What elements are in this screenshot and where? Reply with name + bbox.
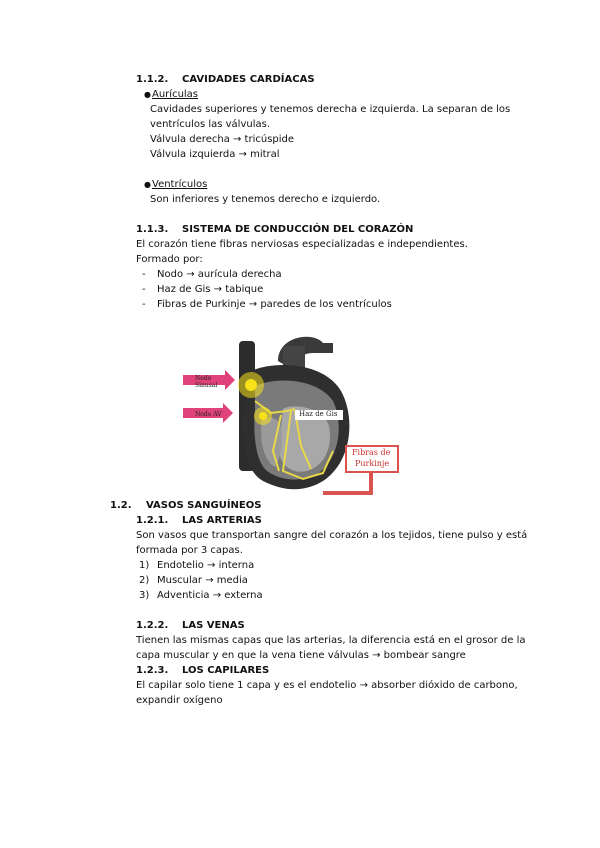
paragraph-line: El capilar solo tiene 1 capa y es el end… [136, 680, 518, 691]
heading-number: 1.2.3. [136, 665, 169, 676]
label-haz-de-gis: Haz de Gis [299, 410, 338, 418]
list-dash: - [142, 269, 146, 280]
heading-number: 1.2.1. [136, 515, 169, 526]
list-item: Muscular → media [157, 575, 248, 586]
label-nodo-av: Nodo AV [195, 411, 222, 418]
list-number: 2) [139, 575, 150, 586]
bullet: ● [144, 180, 151, 189]
heading-los-capilares: LOS CAPILARES [182, 665, 270, 676]
paragraph-line: Cavidades superiores y tenemos derecha e… [150, 104, 511, 115]
heading-number: 1.1.3. [136, 224, 169, 235]
list-item: Endotelio → interna [157, 560, 255, 571]
label-fibras-de: Fibras de [352, 448, 391, 457]
paragraph-line: Son vasos que transportan sangre del cor… [136, 530, 528, 541]
heading-cavidades: CAVIDADES CARDÍACAS [182, 74, 315, 85]
list-number: 1) [139, 560, 150, 571]
list-item: Fibras de Purkinje → paredes de los vent… [157, 299, 392, 310]
paragraph-line: capa muscular y en que la vena tiene vál… [136, 650, 466, 661]
list-item: Nodo → aurícula derecha [157, 269, 282, 280]
heading-las-arterias: LAS ARTERIAS [182, 515, 262, 526]
paragraph-line: ventrículos las válvulas. [150, 119, 271, 130]
list-item: Haz de Gis → tabique [157, 284, 264, 295]
paragraph-line: Son inferiores y tenemos derecho e izqui… [150, 194, 381, 205]
paragraph-line: Formado por: [136, 254, 203, 265]
heading-number: 1.2.2. [136, 620, 169, 631]
paragraph-line: El corazón tiene fibras nerviosas especi… [136, 239, 468, 250]
paragraph-line: Tienen las mismas capas que las arterias… [136, 635, 526, 646]
paragraph-line: Válvula derecha → tricúspide [150, 134, 295, 145]
list-number: 3) [139, 590, 150, 601]
heading-las-venas: LAS VENAS [182, 620, 245, 631]
paragraph-line: expandir oxígeno [136, 695, 223, 706]
heart-conduction-figure: Nodo Sinusal Nodo AV Haz de Gis Fibras d… [183, 331, 401, 496]
paragraph-line: Válvula izquierda → mitral [150, 149, 280, 160]
heading-number: 1.1.2. [136, 74, 169, 85]
heading-vasos-sanguineos: VASOS SANGUÍNEOS [146, 500, 262, 511]
list-item: Adventicia → externa [157, 590, 263, 601]
bullet: ● [144, 90, 151, 99]
label-purkinje: Purkinje [355, 459, 390, 468]
heart-illustration [183, 336, 399, 495]
subheading-auriculas: Aurículas [152, 89, 199, 100]
paragraph-line: formada por 3 capas. [136, 545, 243, 556]
list-dash: - [142, 299, 146, 310]
list-dash: - [142, 284, 146, 295]
subheading-ventriculos: Ventrículos [152, 179, 208, 190]
heading-sistema-conduccion: SISTEMA DE CONDUCCIÓN DEL CORAZÓN [182, 224, 414, 235]
heading-number: 1.2. [110, 500, 132, 511]
label-nodo-sinusal: Nodo Sinusal [195, 375, 218, 389]
